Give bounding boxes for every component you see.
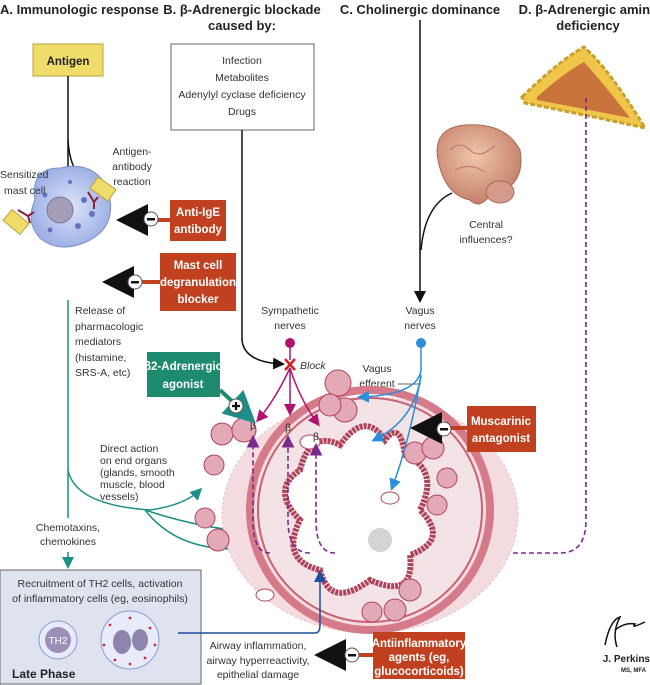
sympathetic-nerves-label-line2: nerves: [274, 320, 306, 332]
late-phase-title: Late Phase: [12, 667, 76, 681]
antigen-antibody-label-line3: reaction: [113, 176, 151, 188]
release-label-line3: mediators: [75, 336, 121, 348]
beta-receptor-label: β: [250, 420, 256, 432]
airway-effects-label-line3: epithelial damage: [217, 669, 299, 681]
muscarinic-antagonist-box: [467, 406, 536, 452]
amine-branch: [309, 442, 336, 554]
mast-blocker-label: Mast cell: [174, 260, 223, 272]
antiinflammatory-label-line2: agents (eg,: [389, 652, 450, 664]
artist-credentials: MS, MFA: [621, 668, 647, 674]
release-label-line4: (histamine,: [75, 352, 126, 364]
mast-cell-illustration: [2, 165, 117, 248]
direct-action-arrow-2: [144, 509, 235, 535]
heading-beta-blockade-line2: caused by:: [208, 18, 276, 33]
cause-metabolites: Metabolites: [215, 72, 269, 84]
antigen-label: Antigen: [47, 56, 90, 68]
mast-blocker-box: [160, 253, 236, 311]
heading-amine-deficiency: D. β-Adrenergic amine: [519, 2, 650, 17]
antigen-box: [32, 43, 104, 77]
chemotaxins-label-line2: chemokines: [40, 536, 96, 548]
late-phase-box: [0, 569, 202, 685]
b2-agonist-box: [147, 352, 220, 397]
chemotaxins-label: Chemotaxins,: [36, 522, 100, 534]
anti-ige-box: [170, 200, 226, 241]
anti-ige-label: Anti-IgE: [176, 207, 220, 219]
direct-action-label-line2: on end organs: [100, 455, 167, 467]
muscarinic-label: Muscarinic: [471, 416, 532, 428]
sympathetic-nerves-label: Sympathetic: [261, 305, 319, 317]
antigen-antibody-label: Antigen-: [112, 146, 152, 158]
central-influences-label-line2: influences?: [459, 234, 512, 246]
brain-illustration: [436, 124, 522, 205]
th2-label: TH2: [49, 636, 68, 647]
airway-effects-label: Airway inflammation,: [210, 640, 307, 652]
late-phase-text: Recruitment of TH2 cells, activation: [18, 578, 183, 590]
direct-action-arrow: [67, 469, 203, 511]
antiinflammatory-box: [373, 632, 465, 679]
heading-immunologic-response: A. Immunologic response: [0, 2, 159, 17]
vagus-efferent-label: Vagus: [363, 363, 392, 375]
cause-adenylyl-cyclase: Adenylyl cyclase deficiency: [178, 89, 306, 101]
vagus-nerves-label-line2: nerves: [404, 320, 436, 332]
heading-cholinergic-dominance: C. Cholinergic dominance: [340, 2, 500, 17]
inflammation-arrow: [178, 570, 326, 634]
mast-cell-label-line2: mast cell: [4, 185, 45, 197]
b2-agonist-label: β2-Adrenergic: [144, 361, 223, 373]
vagus-branch: [389, 374, 422, 491]
heading-amine-deficiency-line2: deficiency: [556, 18, 620, 33]
block-x-icon: [284, 358, 296, 371]
mast-cell-label: Sensitized: [0, 169, 49, 181]
artist-name: J. Perkins: [603, 654, 650, 665]
causes-box: [170, 43, 315, 131]
release-label-line5: SRS-A, etc): [75, 367, 130, 379]
beta-receptor-label: β: [313, 431, 319, 443]
vagus-nerves-label: Vagus: [406, 305, 435, 317]
blockade-arrow: [241, 130, 285, 370]
sympathetic-branch: [289, 367, 320, 427]
netter-signature-logo: [604, 615, 646, 648]
airway-effects-label-line2: airway hyperreactivity,: [206, 655, 309, 667]
block-label: Block: [300, 360, 326, 372]
cause-infection: Infection: [222, 55, 262, 67]
antiinflammatory-label-line3: glucocorticoids): [374, 666, 464, 678]
direct-action-label: Direct action: [100, 443, 159, 455]
release-label: Release of: [75, 305, 125, 317]
vagus-branch: [357, 343, 422, 403]
heading-beta-blockade: B. β-Adrenergic blockade: [163, 2, 320, 17]
central-influence-line: [420, 192, 453, 251]
direct-action-label-line5: vessels): [100, 491, 139, 503]
beta-receptor-label: β: [285, 422, 291, 434]
amine-pathway-line: [270, 98, 587, 554]
mast-blocker-label-line2: degranulation: [160, 277, 236, 289]
sympathetic-branch: [256, 367, 291, 423]
mast-blocker-label-line3: blocker: [178, 294, 219, 306]
direct-action-label-line4: muscle, blood: [100, 479, 165, 491]
late-phase-text-line2: of inflammatory cells (eg, eosinophils): [12, 593, 188, 605]
b2-agonist-label-line2: agonist: [163, 379, 204, 391]
antigen-antibody-label-line2: antibody: [112, 161, 152, 173]
adrenal-gland-illustration: [520, 45, 649, 131]
amine-branch: [246, 434, 271, 554]
antiinflammatory-label: Antiinflammatory: [372, 638, 467, 650]
central-influences-label: Central: [469, 219, 503, 231]
cause-drugs: Drugs: [228, 106, 256, 118]
release-label-line2: pharmacologic: [75, 321, 143, 333]
amine-branch: [281, 434, 311, 554]
muscarinic-label-line2: antagonist: [472, 433, 530, 445]
anti-ige-label-line2: antibody: [174, 224, 223, 236]
direct-action-label-line3: (glands, smooth: [100, 467, 175, 479]
